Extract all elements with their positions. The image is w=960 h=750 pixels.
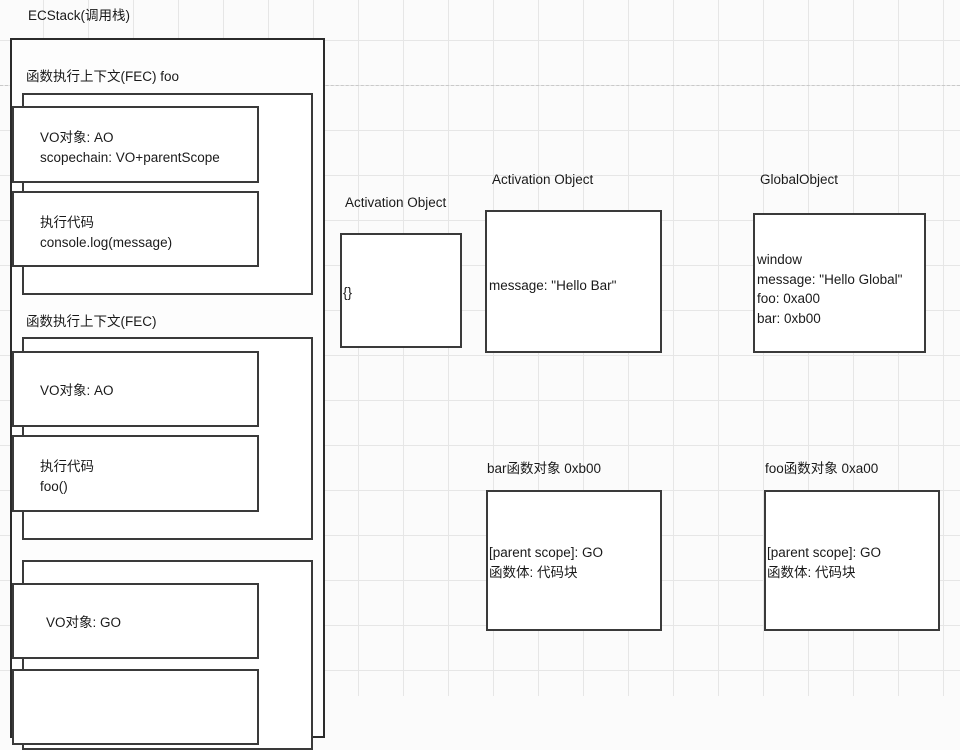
global-object-box <box>753 213 926 353</box>
activation-object-foo-box <box>340 233 462 348</box>
foo-function-object-box <box>764 490 940 631</box>
activation-object-bar-box <box>485 210 662 353</box>
fec-frame-2-slot-1 <box>12 669 259 745</box>
fec-frame-0-slot-1 <box>12 191 259 267</box>
bar-function-object-label: bar函数对象 0xb00 <box>487 461 602 476</box>
ecstack-title: ECStack(调用栈) <box>28 8 131 23</box>
foo-function-object-text: [parent scope]: GO 函数体: 代码块 <box>767 545 882 580</box>
activation-object-foo-label: Activation Object <box>345 195 447 210</box>
global-object-label: GlobalObject <box>760 172 839 187</box>
fec-frame-2-slot-0 <box>12 583 259 659</box>
activation-object-bar-label: Activation Object <box>492 172 594 187</box>
fec-frame-0-slot-1-text: 执行代码 console.log(message) <box>40 215 173 250</box>
fec-frame-0-title: 函数执行上下文(FEC) foo <box>26 69 180 84</box>
fec-frame-2-slot-0-text: VO对象: GO <box>46 615 122 630</box>
fec-frame-1-title: 函数执行上下文(FEC) <box>26 314 157 329</box>
bar-function-object-text: [parent scope]: GO 函数体: 代码块 <box>489 545 604 580</box>
fec-frame-0-slot-0 <box>12 106 259 183</box>
activation-object-foo-text: {} <box>343 285 353 300</box>
foo-function-object-label: foo函数对象 0xa00 <box>765 461 879 476</box>
fec-frame-0-slot-0-text: VO对象: AO scopechain: VO+parentScope <box>40 130 220 165</box>
bar-function-object-box <box>486 490 662 631</box>
activation-object-bar-text: message: "Hello Bar" <box>489 278 617 293</box>
fec-frame-1-slot-1 <box>12 435 259 512</box>
fec-frame-1-slot-0-text: VO对象: AO <box>40 383 114 398</box>
fec-frame-1-slot-0 <box>12 351 259 427</box>
dashed-guide-line <box>0 85 960 86</box>
global-object-text: window message: "Hello Global" foo: 0xa0… <box>757 252 903 326</box>
fec-frame-1-slot-1-text: 执行代码 foo() <box>40 459 94 494</box>
